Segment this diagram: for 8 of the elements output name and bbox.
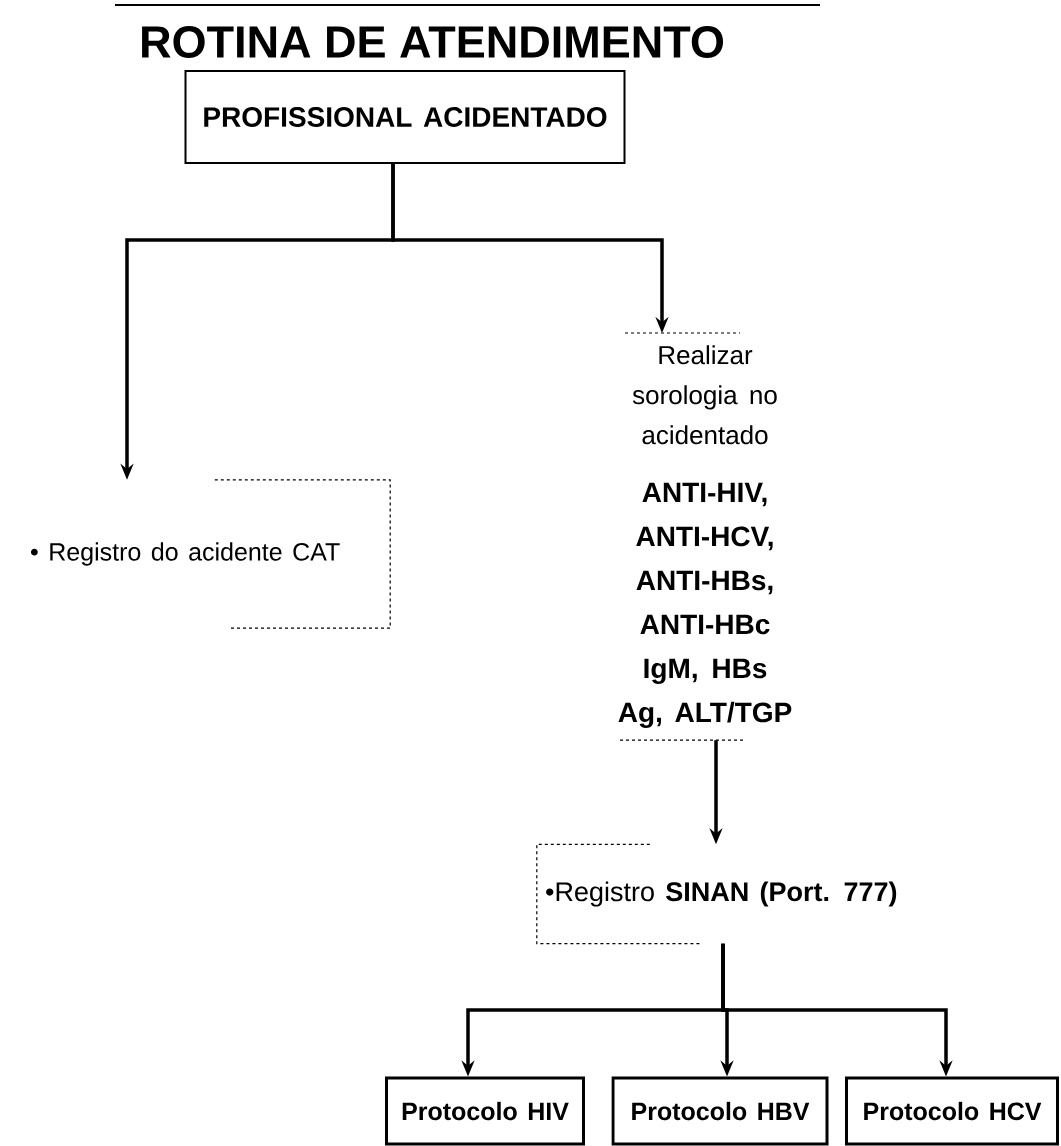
note-box: • Registro do acidente CAT <box>31 479 391 629</box>
text-block: Realizar sorologia no acidentado ANTI-HIV, ANTI-HCV, ANTI-HBs, ANTI-HBc IgM, HBs Ag, ALT/TGP <box>618 332 792 741</box>
process-box: Protocolo HBV <box>611 1076 829 1146</box>
process-box: PROFISSIONAL ACIDENTADO <box>184 70 626 164</box>
title: ROTINA DE ATENDIMENTO <box>142 26 724 58</box>
process-box: Protocolo HCV <box>845 1076 1059 1146</box>
process-box: Protocolo HIV <box>385 1076 585 1146</box>
note-box: •Registro SINAN (Port. 777) <box>536 843 897 945</box>
